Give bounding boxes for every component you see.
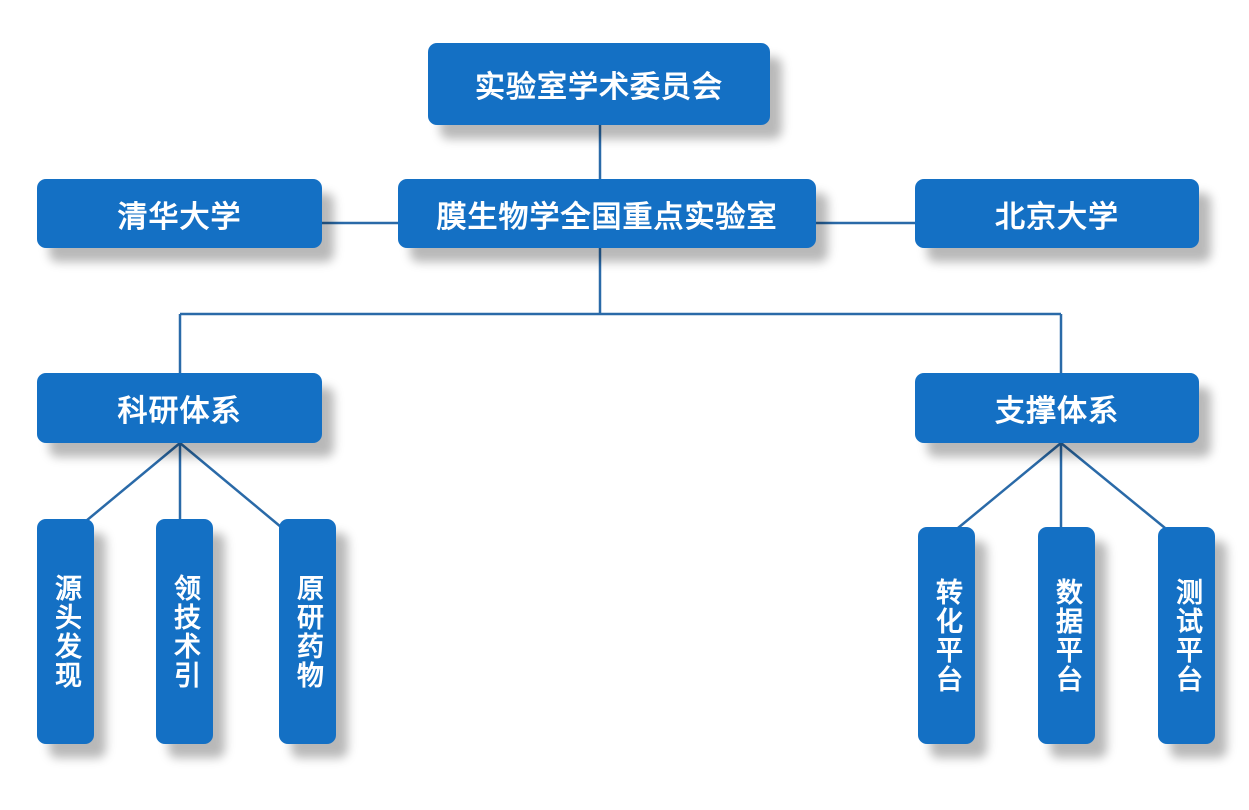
research-child-label-3: 原研药物	[292, 573, 323, 690]
support-child-box-2: 数据平台	[1038, 527, 1095, 744]
research-system-label: 科研体系	[117, 394, 242, 429]
lab-label: 膜生物学全国重点实验室	[436, 199, 778, 235]
line-research-child-3	[179, 442, 282, 528]
research-child-box-3: 原研药物	[279, 519, 336, 744]
line-research-child-1	[85, 442, 181, 522]
committee-box: 实验室学术委员会	[428, 43, 770, 125]
research-child-label-1: 源头发现	[50, 573, 81, 690]
pku-label: 北京大学	[995, 199, 1119, 235]
support-child-label-1: 转化平台	[931, 577, 962, 694]
research-system-box: 科研体系	[37, 373, 322, 443]
pku-box: 北京大学	[915, 179, 1199, 248]
support-child-label-2: 数据平台	[1051, 577, 1082, 694]
line-support-child-3	[1060, 442, 1166, 529]
support-child-box-3: 测试平台	[1158, 527, 1215, 744]
line-support-child-1	[957, 442, 1062, 529]
support-child-label-3: 测试平台	[1171, 577, 1202, 694]
tsinghua-box: 清华大学	[37, 179, 322, 248]
lab-box: 膜生物学全国重点实验室	[398, 179, 816, 248]
support-system-label: 支撑体系	[995, 394, 1119, 429]
research-child-box-2: 领技术引	[156, 519, 213, 744]
research-child-label-2: 领技术引	[169, 573, 200, 690]
tsinghua-label: 清华大学	[117, 199, 242, 235]
committee-label: 实验室学术委员会	[475, 70, 723, 105]
research-child-box-1: 源头发现	[37, 519, 94, 744]
support-system-box: 支撑体系	[915, 373, 1199, 443]
support-child-box-1: 转化平台	[918, 527, 975, 744]
